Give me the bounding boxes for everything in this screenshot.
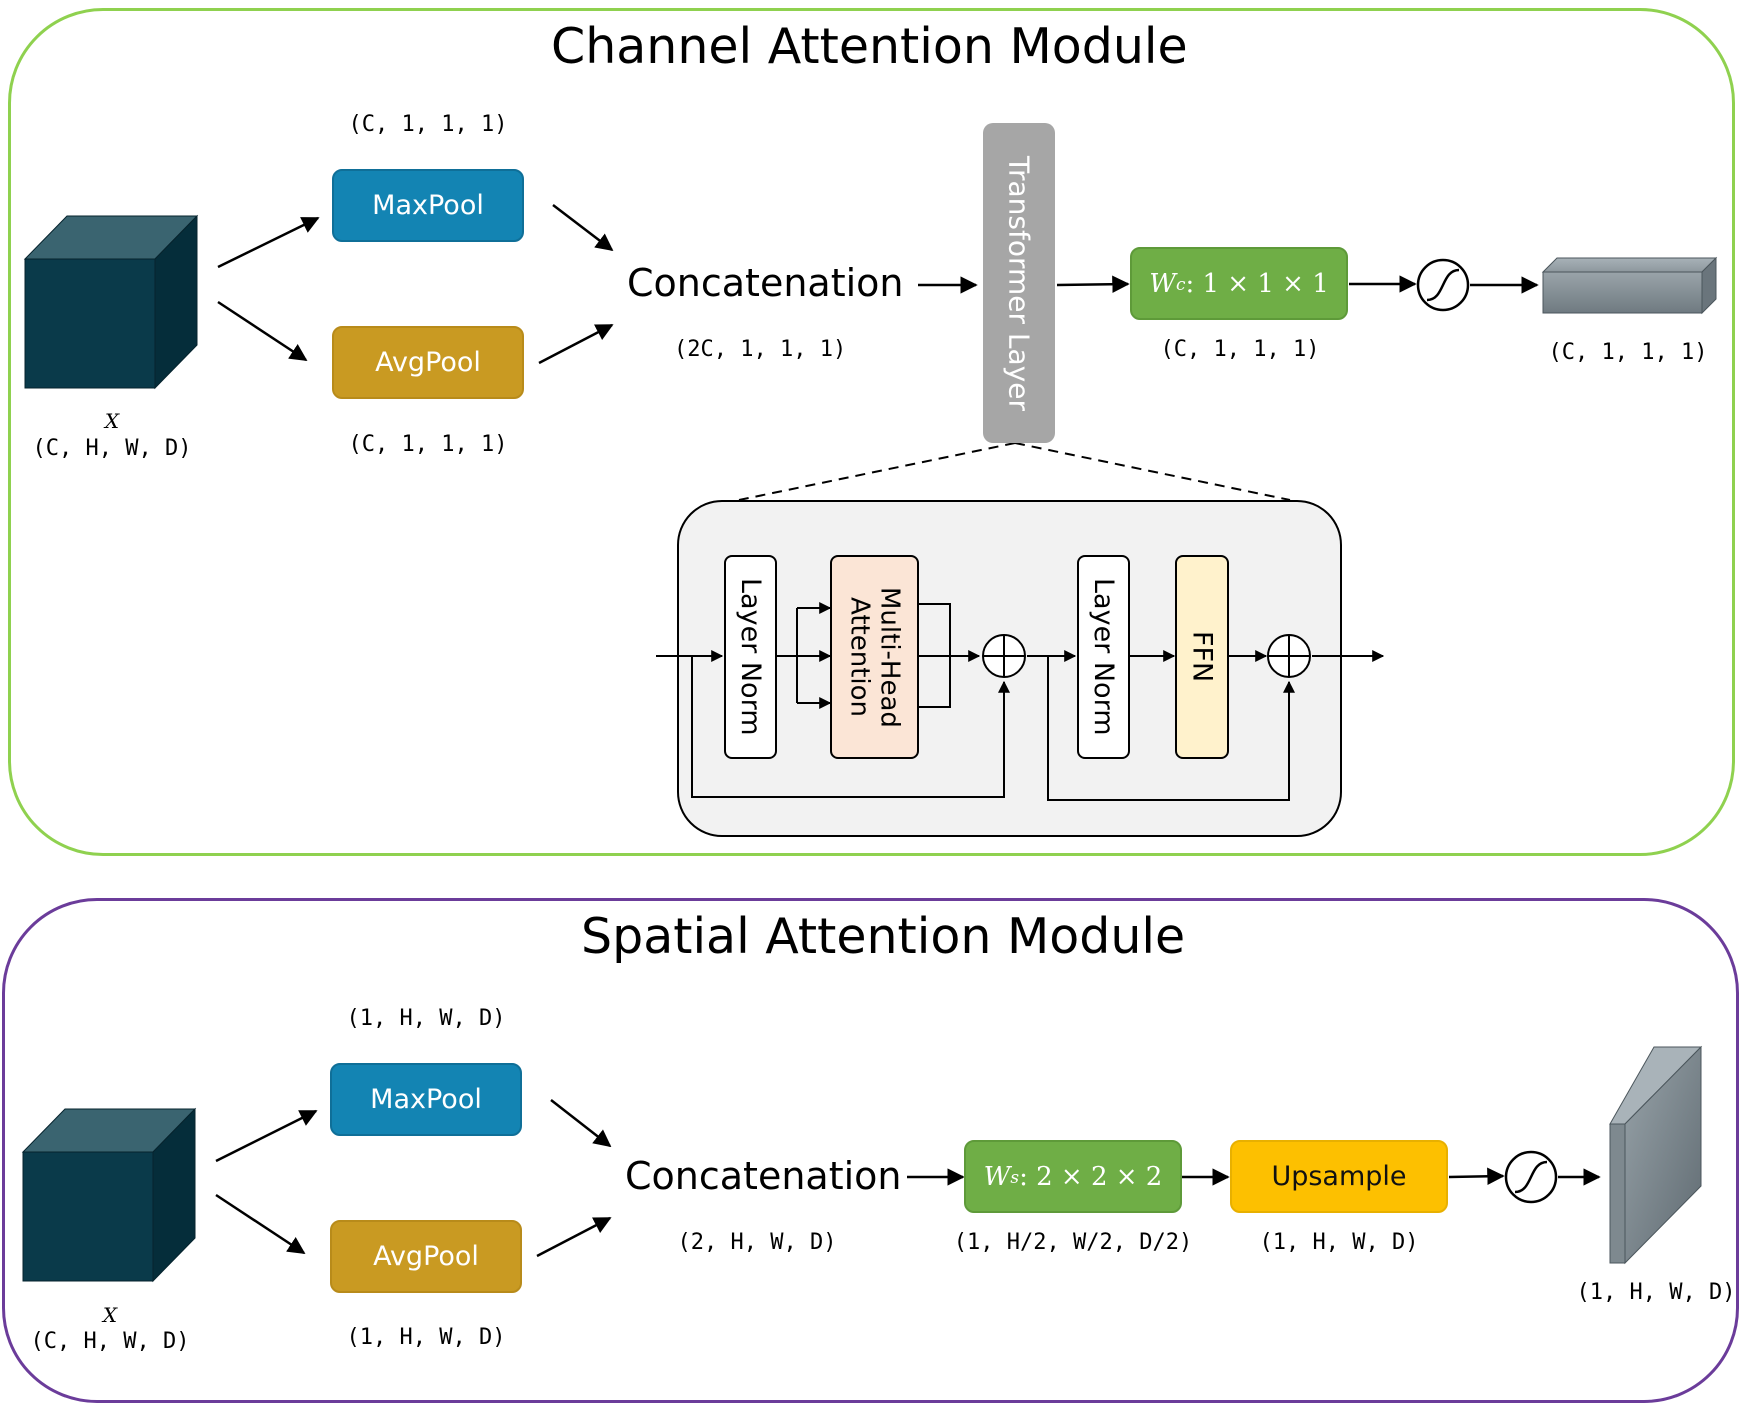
- spatial-input-dims: (C, H, W, D): [30, 1329, 190, 1354]
- channel-weight-sub: c: [1175, 273, 1186, 294]
- layer-norm-2-box[interactable]: Layer Norm: [1077, 555, 1130, 759]
- spatial-maxpool-dims: (1, H, W, D): [346, 1006, 506, 1031]
- channel-concat-dims: (2C, 1, 1, 1): [674, 337, 847, 362]
- channel-avgpool-box[interactable]: AvgPool: [332, 326, 524, 399]
- spatial-weight-expr: : 2 × 2 × 2: [1019, 1161, 1163, 1192]
- spatial-maxpool-box[interactable]: MaxPool: [330, 1063, 522, 1136]
- channel-weight-symbol: W: [1149, 268, 1176, 299]
- spatial-sigmoid-icon: [1504, 1150, 1558, 1204]
- channel-input-var: X: [104, 409, 120, 433]
- transformer-layer-label: Transformer Layer: [1002, 155, 1036, 411]
- mha-label-line2: Attention: [844, 596, 875, 717]
- spatial-output-dims: (1, H, W, D): [1576, 1280, 1736, 1305]
- spatial-concatenation-label: Concatenation: [625, 1154, 902, 1198]
- multi-head-attention-box[interactable]: Multi-Head Attention: [830, 555, 919, 759]
- spatial-arrows: [215, 1099, 1601, 1258]
- transformer-layer-box[interactable]: Transformer Layer: [983, 123, 1055, 443]
- spatial-weight-symbol: W: [983, 1161, 1011, 1192]
- channel-weight-expr: : 1 × 1 × 1: [1185, 268, 1329, 299]
- channel-maxpool-dims: (C, 1, 1, 1): [348, 112, 508, 137]
- channel-sigmoid-icon: [1416, 258, 1470, 312]
- layer-norm-2-label: Layer Norm: [1088, 578, 1119, 736]
- channel-input-cube: [23, 214, 199, 390]
- channel-arrows: [217, 204, 1539, 365]
- channel-avgpool-dims: (C, 1, 1, 1): [348, 432, 508, 457]
- spatial-avgpool-dims: (1, H, W, D): [346, 1325, 506, 1350]
- spatial-output-slab: [1609, 1045, 1703, 1265]
- spatial-avgpool-box[interactable]: AvgPool: [330, 1220, 522, 1293]
- channel-input-dims: (C, H, W, D): [32, 436, 192, 461]
- channel-output-bar: [1541, 256, 1718, 315]
- mha-label-line1: Multi-Head: [874, 586, 905, 728]
- spatial-input-cube: [21, 1107, 197, 1283]
- channel-maxpool-box[interactable]: MaxPool: [332, 169, 524, 242]
- spatial-attention-panel: [2, 898, 1739, 1403]
- channel-weight-dims: (C, 1, 1, 1): [1160, 337, 1320, 362]
- layer-norm-1-label: Layer Norm: [735, 578, 766, 736]
- spatial-attention-title: Spatial Attention Module: [581, 908, 1186, 965]
- spatial-weight-dims: (1, H/2, W/2, D/2): [953, 1230, 1193, 1255]
- layer-norm-1-box[interactable]: Layer Norm: [724, 555, 777, 759]
- transformer-flow: [656, 602, 1385, 801]
- spatial-weight-sub: s: [1010, 1166, 1020, 1187]
- spatial-input-var: X: [102, 1303, 118, 1327]
- zoom-lines: [738, 442, 1291, 501]
- upsample-dims: (1, H, W, D): [1259, 1230, 1419, 1255]
- residual-add-2-icon: [1267, 634, 1311, 678]
- channel-attention-title: Channel Attention Module: [551, 18, 1188, 75]
- ffn-label: FFN: [1186, 631, 1218, 683]
- ffn-box[interactable]: FFN: [1175, 555, 1229, 759]
- channel-output-dims: (C, 1, 1, 1): [1548, 340, 1708, 365]
- upsample-box[interactable]: Upsample: [1230, 1140, 1448, 1213]
- channel-concatenation-label: Concatenation: [627, 261, 904, 305]
- residual-add-1-icon: [982, 634, 1026, 678]
- spatial-concat-dims: (2, H, W, D): [677, 1230, 837, 1255]
